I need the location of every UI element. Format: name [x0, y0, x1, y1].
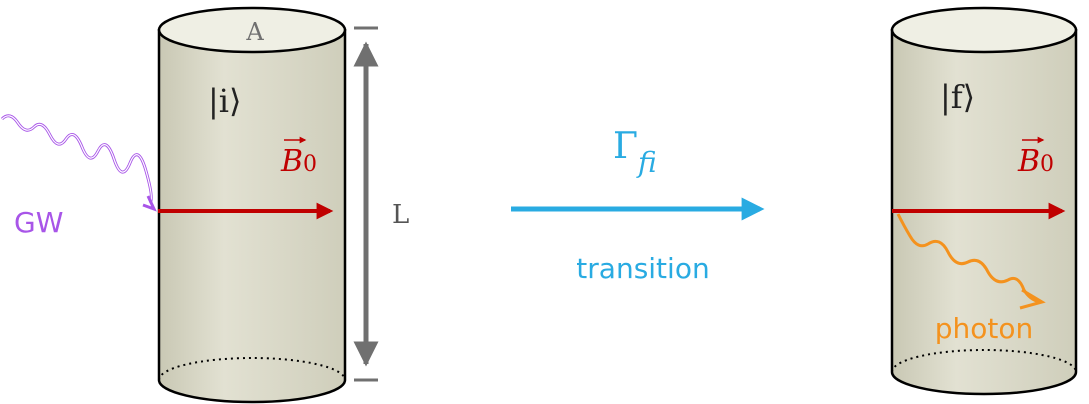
length-label: L: [392, 200, 409, 230]
svg-text:B0: B0: [1017, 144, 1054, 179]
right-field-vector-label: B0: [1017, 136, 1054, 179]
photon-label: photon: [935, 312, 1034, 345]
gw-arrowhead-icon: [142, 195, 157, 212]
initial-state-label: |i⟩: [208, 82, 242, 120]
length-dimension: L: [353, 26, 409, 382]
left-field-vector-label: B0: [280, 136, 317, 179]
transition-group: Γfi transition: [511, 126, 765, 285]
gw-label: GW: [14, 206, 63, 239]
left-field-symbol: B: [280, 144, 303, 179]
left-cylinder-body: [157, 28, 347, 404]
left-cylinder-top: [157, 6, 347, 54]
area-label: A: [245, 18, 264, 46]
transition-caption: transition: [576, 252, 709, 285]
svg-text:Γfi: Γfi: [613, 126, 657, 179]
gravitational-wave: GW: [0, 114, 157, 239]
final-state-label: |f⟩: [940, 78, 975, 116]
right-cylinder-top: [890, 6, 1078, 54]
right-cylinder-hidden-edge: [891, 349, 1077, 373]
rate-symbol: Γ: [613, 126, 638, 167]
rate-subscript: fi: [636, 146, 657, 179]
left-cylinder: A |i⟩ B0: [157, 6, 347, 404]
photon-wave: [896, 213, 1046, 310]
right-field-subscript: 0: [1040, 152, 1054, 177]
right-field-symbol: B: [1017, 144, 1040, 179]
photon-arrowhead-icon: [1019, 288, 1046, 310]
left-field-subscript: 0: [303, 152, 317, 177]
right-cylinder: |f⟩ B0 photon: [890, 6, 1078, 396]
svg-text:B0: B0: [280, 144, 317, 179]
